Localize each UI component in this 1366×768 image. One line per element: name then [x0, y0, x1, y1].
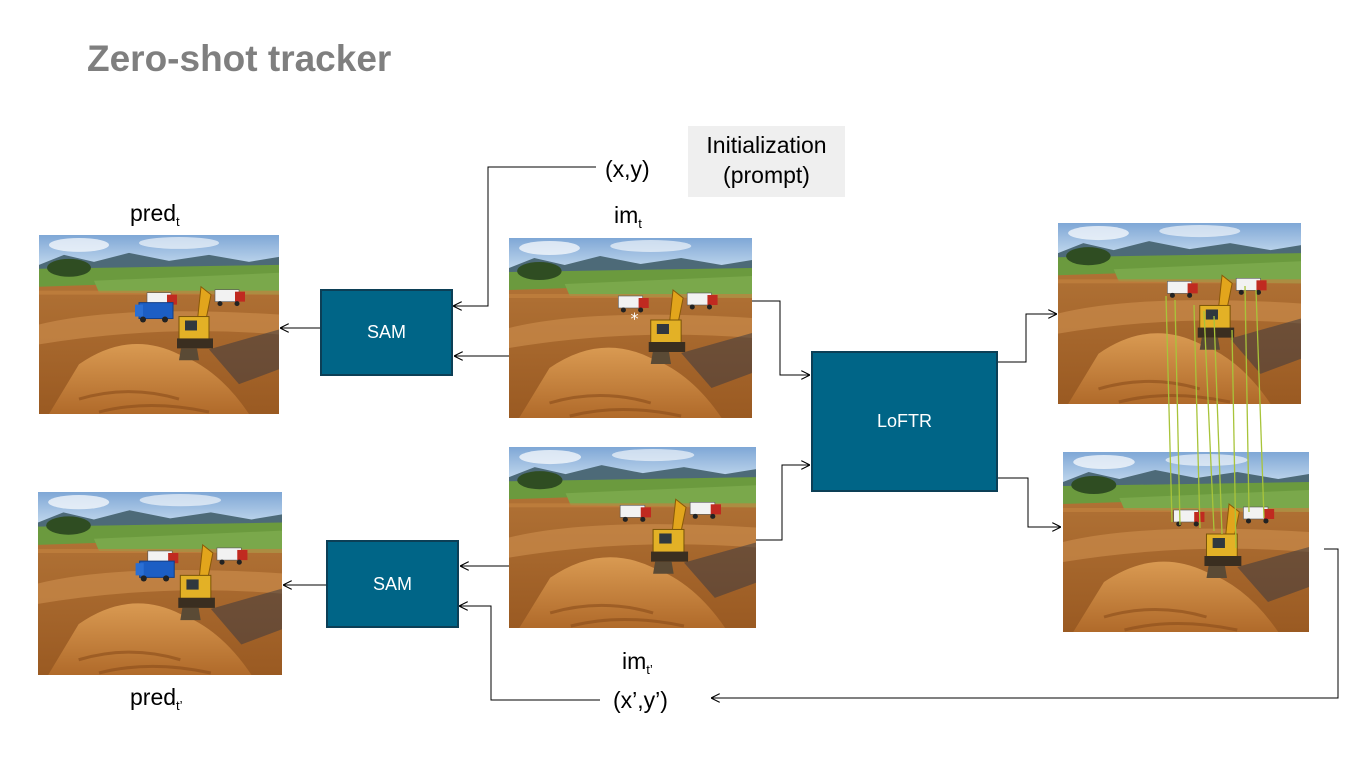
- arrow-loftr-to-match-top: [998, 314, 1057, 363]
- sam-bottom-block: SAM: [326, 540, 459, 628]
- slide-title: Zero-shot tracker: [87, 38, 392, 79]
- arrow-im-t-to-loftr: [752, 300, 810, 375]
- arrow-im-t-prime-to-loftr: [756, 465, 810, 541]
- arrow-match-to-prompt-prime: [711, 548, 1339, 698]
- loftr-block: LoFTR: [811, 351, 998, 492]
- im-t-image: *: [509, 238, 752, 418]
- loftr-label: LoFTR: [876, 411, 932, 431]
- arrow-loftr-to-match-bottom: [998, 477, 1061, 527]
- initialization-prompt-label: Initialization (prompt): [688, 126, 845, 197]
- feature-match-lines: [1165, 285, 1265, 549]
- im-t-prime-label: imt’: [622, 648, 653, 677]
- initialization-line1: Initialization: [706, 132, 827, 158]
- prompt-xy-label: (x,y): [605, 156, 650, 182]
- pred-t-label: predt: [130, 200, 180, 229]
- sam-bottom-label: SAM: [372, 573, 412, 594]
- prompt-point-marker: *: [631, 309, 639, 328]
- initialization-line2: (prompt): [723, 162, 810, 188]
- arrow-prompt-to-sam-top: [453, 166, 596, 306]
- arrow-prompt-prime-to-sam-bottom: [459, 606, 600, 701]
- pred-t-prime-label: predt’: [130, 684, 183, 713]
- sam-top-block: SAM: [320, 289, 453, 376]
- prompt-xy-prime-label: (x’,y’): [613, 687, 668, 713]
- sam-top-label: SAM: [366, 322, 406, 342]
- im-t-label: imt: [614, 202, 642, 231]
